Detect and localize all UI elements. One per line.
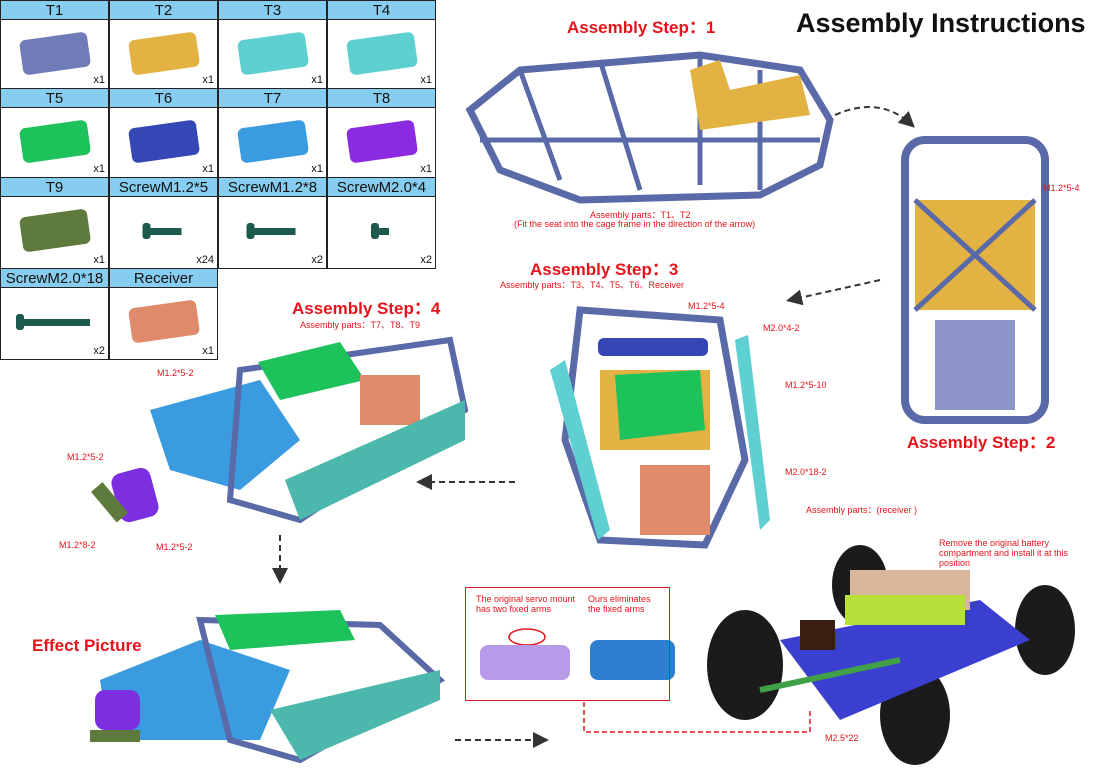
part-cell: ScrewM1.2*8 x2 <box>218 177 327 269</box>
part-image <box>142 223 182 239</box>
step4-label: M1.2*5-2 <box>67 452 104 462</box>
part-name: ScrewM2.0*4 <box>328 178 435 197</box>
part-quantity: x1 <box>311 163 323 175</box>
part-image <box>128 300 200 343</box>
part-image <box>346 32 418 75</box>
screw-label: M2.5*22 <box>825 733 859 743</box>
part-image <box>371 223 389 239</box>
chassis-illustration <box>707 545 1075 765</box>
effect-picture-illustration <box>90 610 446 764</box>
part-cell: T7 x1 <box>218 88 327 178</box>
step3-label: M2.0*4-2 <box>763 323 800 333</box>
part-image <box>237 120 309 163</box>
part-name: T7 <box>219 89 326 108</box>
part-cell: Receiver x1 <box>109 268 218 360</box>
part-image <box>19 120 91 163</box>
step4-label: M1.2*5-2 <box>157 368 194 378</box>
effect-picture-title: Effect Picture <box>32 636 142 655</box>
battery-note: Remove the original battery compartment … <box>939 538 1069 568</box>
step4-title: Assembly Step：4 <box>292 299 441 318</box>
part-name: T6 <box>110 89 217 108</box>
step1-note: (Fit the seat into the cage frame in the… <box>514 219 756 229</box>
part-quantity: x24 <box>196 254 214 266</box>
part-quantity: x1 <box>202 345 214 357</box>
flow-arrows <box>272 106 915 748</box>
step1-title: Assembly Step：1 <box>567 18 716 37</box>
servo-original-note: The original servo mount has two fixed a… <box>476 594 576 614</box>
part-cell: T8 x1 <box>327 88 436 178</box>
step4-label: M1.2*8-2 <box>59 540 96 550</box>
servo-comparison-box: The original servo mount has two fixed a… <box>465 587 670 701</box>
part-name: T9 <box>1 178 108 197</box>
part-name: ScrewM1.2*5 <box>110 178 217 197</box>
part-quantity: x1 <box>202 74 214 86</box>
part-quantity: x1 <box>420 74 432 86</box>
part-cell: T3 x1 <box>218 0 327 89</box>
part-quantity: x1 <box>93 74 105 86</box>
part-quantity: x1 <box>202 163 214 175</box>
step3-label: M1.2*5-10 <box>785 380 827 390</box>
step4-illustration <box>91 336 469 524</box>
part-name: T1 <box>1 1 108 20</box>
part-quantity: x2 <box>93 345 105 357</box>
part-image <box>19 32 91 75</box>
part-cell: ScrewM1.2*5 x24 <box>109 177 218 269</box>
part-quantity: x1 <box>93 163 105 175</box>
step3-label: M1.2*5-4 <box>688 301 725 311</box>
step3-illustration <box>550 306 770 549</box>
part-quantity: x1 <box>420 163 432 175</box>
part-image <box>346 120 418 163</box>
part-name: ScrewM2.0*18 <box>1 269 108 288</box>
step3-label: M2.0*18-2 <box>785 467 827 477</box>
part-name: T8 <box>328 89 435 108</box>
part-cell: T6 x1 <box>109 88 218 178</box>
part-name: Receiver <box>110 269 217 288</box>
part-image <box>246 223 296 239</box>
part-quantity: x1 <box>93 254 105 266</box>
part-cell: T5 x1 <box>0 88 109 178</box>
step4-label: M1.2*5-2 <box>156 542 193 552</box>
part-quantity: x2 <box>311 254 323 266</box>
part-cell: ScrewM2.0*4 x2 <box>327 177 436 269</box>
step1-cage-illustration <box>465 51 834 204</box>
step4-parts: Assembly parts：T7、T8、T9 <box>300 320 421 330</box>
part-image <box>16 314 90 330</box>
step3-label: Assembly parts：(receiver ) <box>806 505 918 515</box>
part-name: ScrewM1.2*8 <box>219 178 326 197</box>
part-image <box>19 209 91 252</box>
step3-title: Assembly Step：3 <box>530 260 679 279</box>
step3-parts: Assembly parts：T3、T4、T5、T6、Receiver <box>500 280 685 290</box>
step1-parts: Assembly parts：T1、T2 <box>590 210 691 220</box>
step2-label: M1.2*5-4 <box>1043 183 1080 193</box>
part-cell: ScrewM2.0*18 x2 <box>0 268 109 360</box>
servo-connector-line <box>583 702 811 733</box>
part-name: T4 <box>328 1 435 20</box>
part-image <box>128 32 200 75</box>
step2-cage-illustration <box>901 136 1049 424</box>
step2-title: Assembly Step：2 <box>907 433 1056 452</box>
part-quantity: x1 <box>311 74 323 86</box>
part-image <box>237 32 309 75</box>
servo-mount-illustration <box>480 628 675 680</box>
part-image <box>128 120 200 163</box>
part-quantity: x2 <box>420 254 432 266</box>
part-name: T5 <box>1 89 108 108</box>
part-cell: T4 x1 <box>327 0 436 89</box>
servo-ours-note: Ours eliminates the fixed arms <box>588 594 651 614</box>
part-cell: T9 x1 <box>0 177 109 269</box>
part-cell: T1 x1 <box>0 0 109 89</box>
page-title: Assembly Instructions <box>796 8 1086 38</box>
part-name: T2 <box>110 1 217 20</box>
part-name: T3 <box>219 1 326 20</box>
